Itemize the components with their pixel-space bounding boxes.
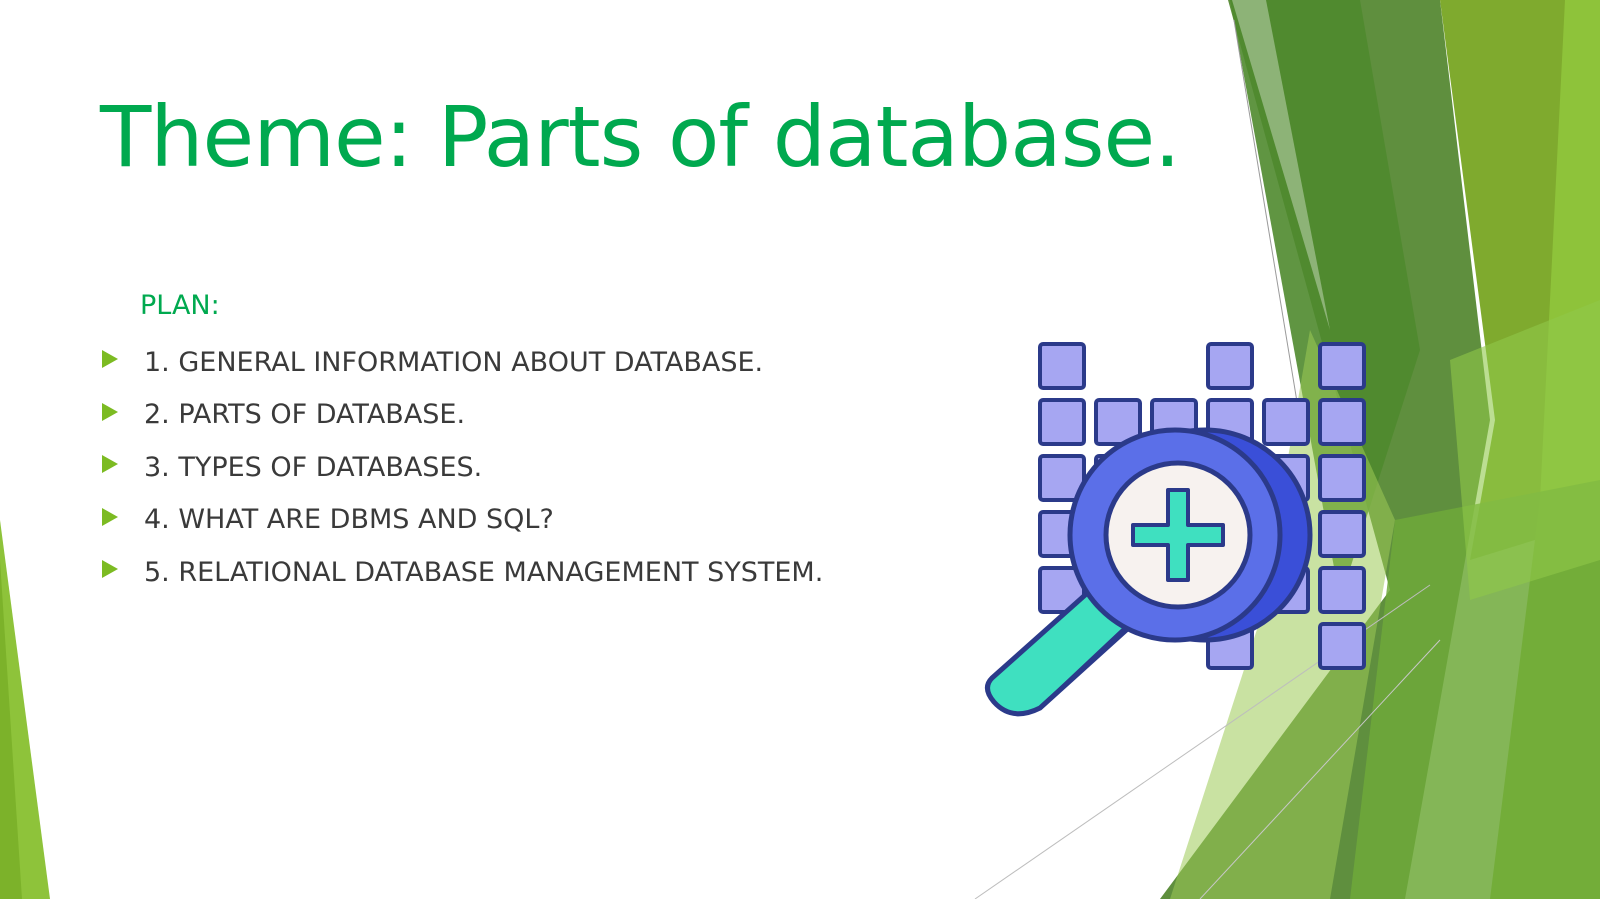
- data-square: [1318, 454, 1366, 502]
- plan-item-text: 4. WHAT ARE DBMS AND SQL?: [144, 504, 554, 536]
- plan-item-4: 4. WHAT ARE DBMS AND SQL?: [102, 494, 962, 547]
- plan-item-text: 3. TYPES OF DATABASES.: [144, 451, 483, 483]
- plus-icon: [1131, 488, 1225, 582]
- data-square: [1262, 398, 1310, 446]
- data-square: [1318, 566, 1366, 614]
- triangle-bullet-icon: [102, 402, 118, 421]
- triangle-bullet-icon: [102, 560, 118, 579]
- slide-title: Theme: Parts of database.: [100, 88, 1181, 186]
- plan-label: PLAN:: [140, 290, 220, 321]
- plan-item-text: 5. RELATIONAL DATABASE MANAGEMENT SYSTEM…: [144, 556, 824, 588]
- triangle-bullet-icon: [102, 507, 118, 526]
- plan-item-text: 1. GENERAL INFORMATION ABOUT DATABASE.: [144, 346, 764, 378]
- plan-item-text: 2. PARTS OF DATABASE.: [144, 399, 466, 431]
- plan-list: 1. GENERAL INFORMATION ABOUT DATABASE. 2…: [102, 336, 962, 599]
- triangle-bullet-icon: [102, 455, 118, 474]
- data-square: [1318, 622, 1366, 670]
- data-square: [1038, 342, 1086, 390]
- triangle-bullet-icon: [102, 350, 118, 369]
- data-square: [1206, 342, 1254, 390]
- plan-item-3: 3. TYPES OF DATABASES.: [102, 441, 962, 494]
- plan-item-2: 2. PARTS OF DATABASE.: [102, 389, 962, 442]
- data-square: [1318, 342, 1366, 390]
- data-square: [1318, 510, 1366, 558]
- plan-item-5: 5. RELATIONAL DATABASE MANAGEMENT SYSTEM…: [102, 546, 962, 599]
- database-search-plus-icon: [985, 342, 1366, 717]
- data-square: [1038, 398, 1086, 446]
- data-square: [1318, 398, 1366, 446]
- plan-item-1: 1. GENERAL INFORMATION ABOUT DATABASE.: [102, 336, 962, 389]
